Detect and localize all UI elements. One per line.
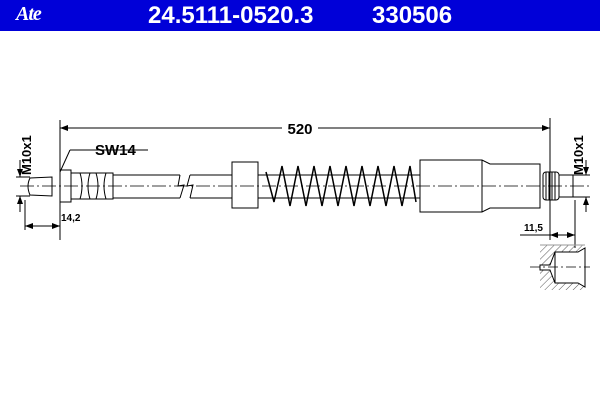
left-thread-label: M10x1 [19, 135, 34, 175]
header-bar: Ate 24.5111-0520.3 330506 [0, 0, 600, 31]
length-label: 520 [287, 121, 312, 138]
hose-nut [231, 161, 259, 209]
crimp-sleeve [419, 159, 541, 213]
wrench-size-label: SW14 [95, 142, 137, 159]
length-dimension: 520 [59, 118, 551, 240]
article-code: 330506 [372, 2, 453, 29]
left-fitting: SW14 [27, 142, 148, 203]
protective-spring [265, 165, 417, 207]
left-length-label: 14,2 [61, 213, 81, 224]
port-section-detail [530, 244, 590, 290]
right-length-label: 11,5 [524, 223, 543, 234]
right-fitting [542, 171, 574, 201]
part-number: 24.5111-0520.3 [148, 2, 314, 29]
left-thread-dimension: M10x1 14,2 [16, 135, 81, 230]
right-thread-label: M10x1 [571, 135, 586, 175]
ate-logo: Ate [16, 3, 42, 25]
right-thread-dimension: M10x1 11,5 [520, 135, 590, 248]
hose [113, 159, 541, 213]
